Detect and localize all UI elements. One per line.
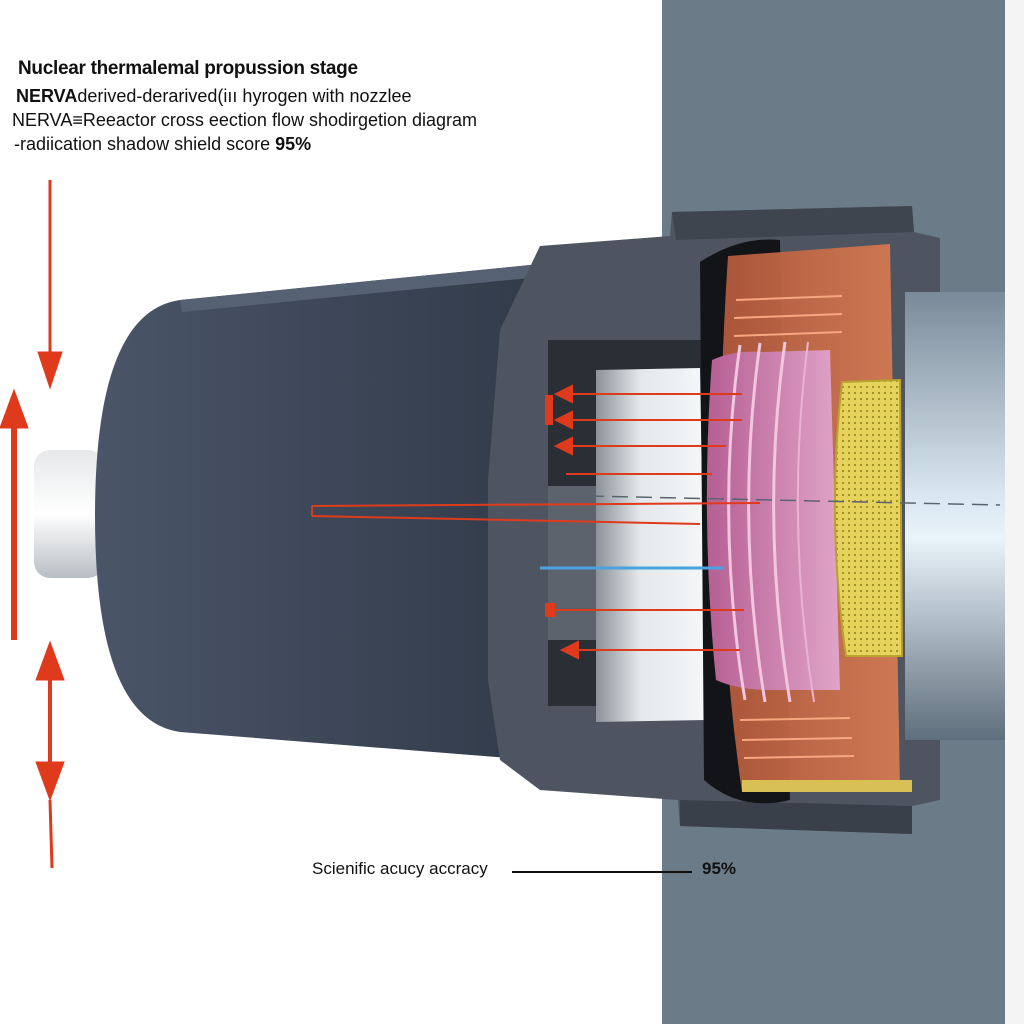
flange-bottom bbox=[680, 800, 912, 834]
thrust-head-down-2 bbox=[35, 761, 65, 802]
thrust-head-up bbox=[0, 388, 29, 429]
exit-shaft bbox=[905, 292, 1005, 740]
subtitle-line-1-text: derived-derarived(iıı hyrogen with nozzl… bbox=[77, 86, 412, 106]
coolant-line-5 bbox=[741, 737, 853, 741]
core-ring-2 bbox=[747, 342, 767, 703]
flow-head-2 bbox=[553, 410, 573, 430]
thrust-line-bottom bbox=[48, 799, 54, 869]
flow-head-3 bbox=[553, 436, 573, 456]
shield-base-plate bbox=[742, 780, 912, 792]
subtitle-line-2: NERVA≡Reeactor cross eection flow shodir… bbox=[12, 110, 478, 130]
nozzle-pipe bbox=[34, 450, 104, 578]
coolant-line-3 bbox=[733, 331, 843, 337]
subtitle-line-3: ‐radiication shadow shield score 95% bbox=[14, 134, 311, 155]
coolant-line-6 bbox=[743, 755, 855, 759]
backdrop-edge bbox=[1005, 0, 1024, 1024]
flow-marker-2 bbox=[545, 395, 553, 425]
centerline bbox=[587, 495, 1001, 506]
cylinder-highlight bbox=[180, 262, 560, 312]
accuracy-label: Scienific acucy accracy bbox=[312, 859, 488, 878]
inner-wall bbox=[548, 486, 596, 640]
thrust-head-up-2 bbox=[35, 640, 65, 681]
thrust-head-down-1 bbox=[37, 351, 63, 390]
coolant-line-1 bbox=[735, 295, 843, 301]
shadow-shield bbox=[833, 378, 904, 657]
coolant-line-4 bbox=[739, 717, 851, 721]
coolant-line-2 bbox=[733, 313, 843, 319]
flow-head-1 bbox=[553, 384, 573, 404]
inner-liner bbox=[596, 368, 706, 722]
flow-line-5 bbox=[311, 502, 761, 507]
diagram-title: Nuclear thermalemal propussion stage bbox=[18, 58, 358, 79]
core-ring-1 bbox=[727, 344, 747, 701]
core-ring-4 bbox=[796, 341, 815, 703]
flange-rim bbox=[672, 206, 914, 240]
flow-arrows bbox=[311, 384, 761, 660]
subtitle-line-1: NERVAderived-derarived(iıı hyrogen with … bbox=[16, 86, 412, 107]
flow-marker-1 bbox=[545, 603, 555, 617]
thrust-arrows bbox=[0, 180, 65, 869]
core-ring-3 bbox=[772, 341, 792, 703]
flow-head-9 bbox=[559, 640, 579, 660]
cylinder-body bbox=[95, 262, 560, 762]
shield-score-value: 95% bbox=[275, 134, 312, 154]
flow-line-6 bbox=[311, 515, 701, 525]
accuracy-value: 95% bbox=[702, 859, 737, 878]
shield-score-label: ‐radiication shadow shield score bbox=[14, 134, 276, 154]
nerva-prefix: NERVA bbox=[16, 86, 78, 106]
